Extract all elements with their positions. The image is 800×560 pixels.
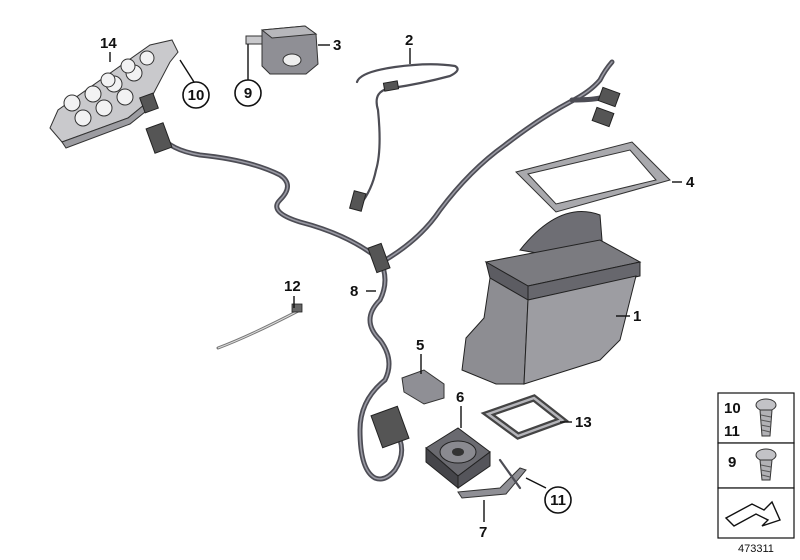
svg-text:9: 9 bbox=[244, 85, 252, 102]
leader-lines bbox=[109, 44, 682, 522]
legend-label-9: 9 bbox=[728, 454, 736, 471]
grip-switch-part-3 bbox=[245, 25, 319, 75]
callout-8: 8 bbox=[350, 283, 358, 300]
callout-2: 2 bbox=[405, 32, 413, 49]
legend-label-11: 11 bbox=[724, 423, 740, 440]
callout-3: 3 bbox=[333, 37, 341, 54]
callout-14: 14 bbox=[100, 35, 117, 52]
switch-panel-part-14 bbox=[49, 39, 179, 149]
callout-1: 1 bbox=[633, 308, 641, 325]
callout-circle-9: 9 bbox=[234, 79, 262, 107]
callout-4: 4 bbox=[686, 174, 695, 191]
svg-text:11: 11 bbox=[550, 492, 566, 509]
callout-circle-11: 11 bbox=[544, 486, 572, 514]
callout-circle-10: 10 bbox=[182, 81, 210, 109]
callout-12: 12 bbox=[284, 278, 301, 295]
arrow-icon bbox=[724, 500, 781, 527]
callout-5: 5 bbox=[416, 337, 424, 354]
callout-6: 6 bbox=[456, 389, 464, 406]
screw-icon bbox=[755, 398, 777, 437]
legend-label-10: 10 bbox=[724, 400, 741, 417]
mounting-bracket-part-7 bbox=[457, 458, 527, 499]
callout-7: 7 bbox=[479, 524, 487, 541]
callout-13: 13 bbox=[575, 414, 592, 431]
fastener-legend: 10 11 9 bbox=[717, 392, 795, 539]
cable-tie-part-12 bbox=[216, 303, 303, 350]
bracket-part-5 bbox=[401, 369, 445, 405]
fan-part-6 bbox=[425, 427, 491, 490]
cable-part-2 bbox=[349, 63, 459, 212]
screw-icon bbox=[755, 448, 777, 481]
storage-box-part-1 bbox=[461, 211, 642, 385]
gasket-part-4 bbox=[515, 141, 671, 213]
svg-text:10: 10 bbox=[188, 87, 205, 104]
main-harness-part-8 bbox=[145, 59, 621, 482]
document-number: 473311 bbox=[738, 543, 774, 555]
frame-part-13 bbox=[480, 394, 570, 440]
